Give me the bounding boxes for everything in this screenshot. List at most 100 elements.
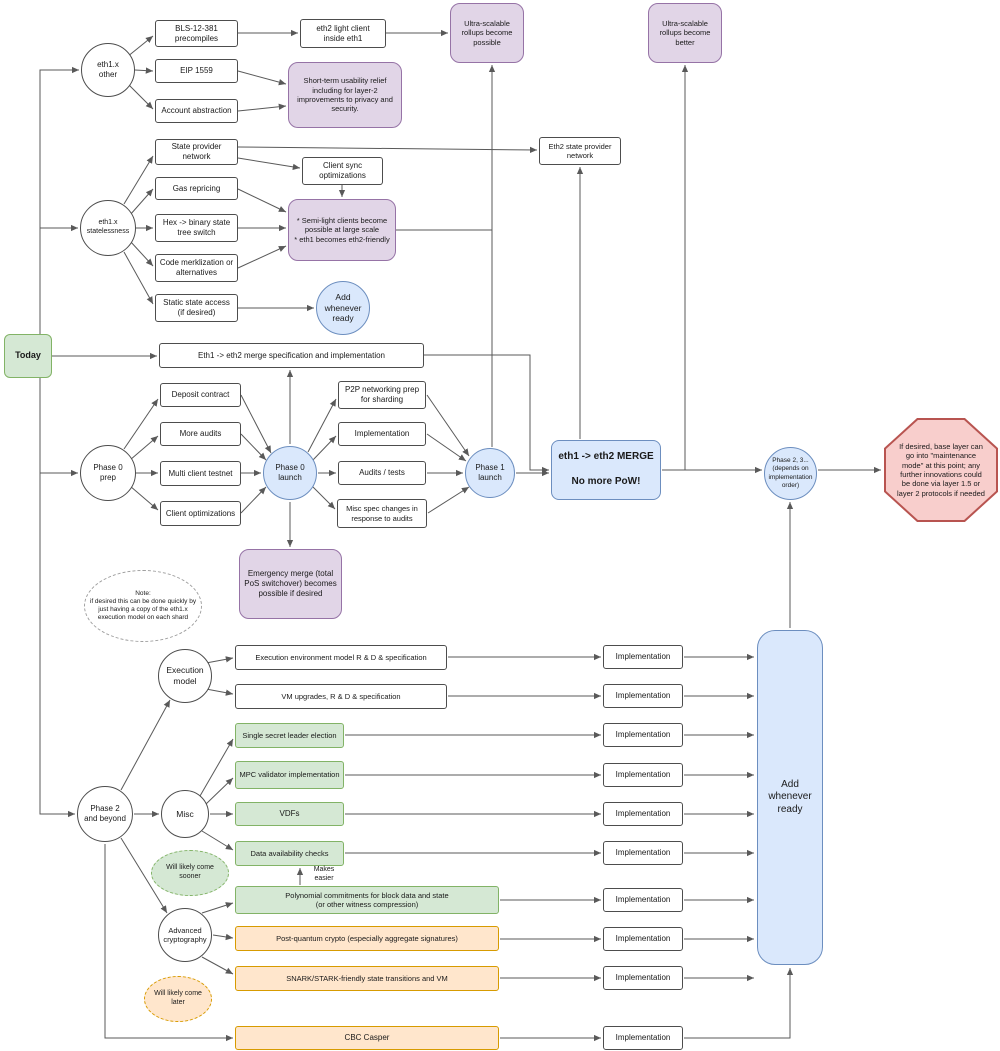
node-post-quantum: Post-quantum crypto (especially aggregat… — [235, 926, 499, 951]
impl-snark-label: Implementation — [615, 973, 671, 982]
misc-spec-changes-label: Misc spec changes in response to audits — [346, 504, 418, 523]
node-mpc-validator: MPC validator implementation — [235, 761, 344, 789]
node-rollups-possible: Ultra-scalable rollups become possible — [450, 3, 524, 63]
node-today: Today — [4, 334, 52, 378]
node-client-optimizations: Client optimizations — [160, 501, 241, 526]
edge-phase0-launch-to-impl-phase1-a — [311, 435, 337, 462]
edge-eth1x-other-to-account-abstraction — [126, 82, 154, 110]
edge-advanced-cryptography-to-snark-stark — [201, 956, 234, 975]
edge-execution-model-to-exec-env-rd — [205, 656, 234, 664]
eth1x-statelessness-label: eth1.x statelessness — [86, 219, 130, 235]
state-provider-label: State provider network — [171, 142, 222, 161]
merge-box-label: eth1 -> eth2 MERGE No more PoW! — [558, 451, 654, 488]
maintenance-octagon-label: If desired, base layer can go into "main… — [897, 441, 985, 498]
node-maintenance-octagon: If desired, base layer can go into "main… — [884, 418, 998, 522]
node-gas-repricing: Gas repricing — [155, 177, 238, 200]
node-deposit-contract: Deposit contract — [160, 383, 241, 407]
edge-eip-1559-to-short-term-usability — [237, 70, 287, 86]
more-audits-label: More audits — [179, 429, 222, 438]
impl-pq-label: Implementation — [615, 934, 671, 943]
node-polynomial-commitments: Polynomial commitments for block data an… — [235, 886, 499, 914]
node-impl-vdfs: Implementation — [603, 802, 683, 826]
edge-eth1x-statelessness-to-gas-repricing — [129, 188, 154, 216]
impl-ssle-label: Implementation — [615, 730, 671, 739]
account-abstraction-label: Account abstraction — [161, 106, 232, 115]
vm-upgrades-label: VM upgrades, R & D & specification — [281, 691, 401, 701]
impl-phase1-a-label: Implementation — [354, 429, 410, 438]
edge-misc-circle-to-single-secret-leader — [199, 738, 234, 797]
semi-light-clients-label: * Semi-light clients become possible at … — [294, 215, 390, 244]
today-label: Today — [15, 350, 41, 361]
node-eth2-light-client: eth2 light client inside eth1 — [300, 19, 386, 48]
merge-spec-label: Eth1 -> eth2 merge specification and imp… — [198, 350, 385, 360]
impl-poly-label: Implementation — [615, 895, 671, 904]
emergency-merge-label: Emergency merge (total PoS switchover) b… — [244, 569, 337, 598]
deposit-contract-label: Deposit contract — [171, 390, 230, 399]
node-add-whenever-ready-small: Add whenever ready — [316, 281, 370, 335]
edge-state-provider-to-client-sync — [237, 157, 301, 171]
node-phase1-launch: Phase 1 launch — [465, 448, 515, 498]
edge-eth1x-statelessness-to-static-state-access — [123, 251, 154, 305]
edge-eth1x-other-to-eip-1559 — [134, 67, 154, 74]
edge-advanced-cryptography-to-polynomial-commitments — [201, 902, 234, 914]
data-availability-checks-label: Data availability checks — [250, 848, 329, 858]
edge-eth1x-statelessness-to-code-merklization — [129, 240, 154, 267]
node-code-merklization: Code merklization or alternatives — [155, 254, 238, 282]
eth2-state-provider-label: Eth2 state provider network — [548, 141, 612, 160]
edge-impl-cbc-to-add-whenever-ready-big — [684, 968, 794, 1039]
makes-easier-label: Makes easier — [313, 866, 335, 882]
node-state-provider: State provider network — [155, 139, 238, 165]
node-snark-stark: SNARK/STARK-friendly state transitions a… — [235, 966, 499, 991]
edge-phase0-prep-to-client-optimizations — [129, 485, 159, 511]
node-impl-ssle: Implementation — [603, 723, 683, 747]
node-emergency-merge: Emergency merge (total PoS switchover) b… — [239, 549, 342, 619]
impl-exec-env-label: Implementation — [615, 652, 671, 661]
node-sooner-cloud: Will likely come sooner — [151, 850, 229, 896]
add-whenever-ready-small-label: Add whenever ready — [324, 292, 362, 324]
vdfs-label: VDFs — [279, 809, 300, 818]
client-sync-label: Client sync optimizations — [319, 161, 366, 180]
node-vm-upgrades: VM upgrades, R & D & specification — [235, 684, 447, 709]
node-hex-binary-tree: Hex -> binary state tree switch — [155, 214, 238, 242]
edge-misc-circle-to-mpc-validator — [204, 777, 234, 806]
edge-p2p-networking-to-phase1-launch — [426, 394, 470, 457]
rollups-better-label: Ultra-scalable rollups become better — [659, 18, 711, 47]
node-single-secret-leader: Single secret leader election — [235, 723, 344, 748]
node-phase0-launch: Phase 0 launch — [263, 446, 317, 500]
edge-state-provider-to-eth2-state-provider — [237, 146, 538, 154]
node-impl-phase1-a: Implementation — [338, 422, 426, 446]
edge-gas-repricing-to-semi-light-clients — [237, 188, 287, 213]
edge-advanced-cryptography-to-post-quantum — [212, 933, 234, 941]
node-note-cloud: Note: if desired this can be done quickl… — [84, 570, 202, 642]
misc-circle-label: Misc — [176, 808, 194, 819]
audits-tests-label: Audits / tests — [359, 468, 405, 477]
node-static-state-access: Static state access (if desired) — [155, 294, 238, 322]
node-makes-easier: Makes easier — [303, 866, 345, 884]
client-optimizations-label: Client optimizations — [165, 508, 236, 518]
edge-phase2-beyond-to-execution-model — [120, 699, 171, 791]
node-eth1x-statelessness: eth1.x statelessness — [80, 200, 136, 256]
node-cbc-casper: CBC Casper — [235, 1026, 499, 1050]
impl-dac-label: Implementation — [615, 848, 671, 857]
edge-today-to-eth1x-other — [39, 66, 79, 334]
node-later-cloud: Will likely come later — [144, 976, 212, 1022]
phase0-launch-label: Phase 0 launch — [275, 463, 305, 482]
short-term-usability-label: Short-term usability relief including fo… — [297, 76, 393, 114]
edge-eth1x-statelessness-to-state-provider — [123, 155, 154, 205]
polynomial-commitments-label: Polynomial commitments for block data an… — [285, 890, 449, 909]
impl-mpc-label: Implementation — [615, 770, 671, 779]
edge-deposit-contract-to-phase0-launch — [240, 394, 272, 454]
impl-cbc-label: Implementation — [615, 1033, 671, 1042]
node-audits-tests: Audits / tests — [338, 461, 426, 485]
edge-misc-circle-to-data-availability-checks — [201, 830, 234, 851]
edge-phase0-prep-to-deposit-contract — [123, 398, 159, 450]
node-multi-client-testnet: Multi client testnet — [160, 461, 241, 486]
edge-merge-spec-to-merge-box — [424, 354, 549, 474]
node-more-audits: More audits — [160, 422, 241, 446]
later-cloud-label: Will likely come later — [154, 990, 202, 1006]
node-exec-env-rd: Execution environment model R & D & spec… — [235, 645, 447, 670]
node-eth1x-other: eth1.x other — [81, 43, 135, 97]
node-impl-vm: Implementation — [603, 684, 683, 708]
sooner-cloud-label: Will likely come sooner — [166, 864, 214, 880]
edge-execution-model-to-vm-upgrades — [205, 688, 234, 696]
